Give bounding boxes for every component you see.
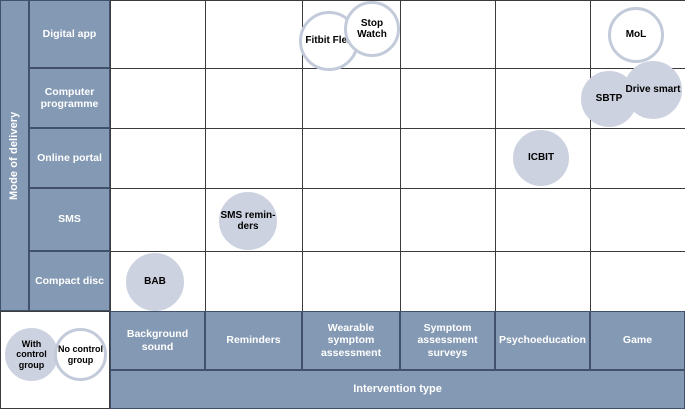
grid-lines — [111, 1, 685, 312]
row-header-compact-disc: Compact disc — [29, 251, 110, 311]
column-header-wearable-symptom-assessment: Wearable symptom assessment — [302, 311, 400, 370]
grid-cell — [401, 69, 496, 129]
plot-grid: Fitbit Flex Stop Watch MoL SBTP Drive sm… — [110, 0, 685, 312]
grid-cell — [303, 189, 401, 252]
grid-cell — [401, 129, 496, 189]
legend: With control group No control group — [0, 311, 110, 409]
grid-cell — [206, 1, 303, 69]
bubble-stop-watch[interactable]: Stop Watch — [344, 1, 400, 57]
grid-cell — [111, 69, 206, 129]
row-header-online-portal: Online portal — [29, 128, 110, 188]
grid-cell — [401, 1, 496, 69]
legend-item-no-control-group: No control group — [54, 328, 107, 381]
grid-cell — [496, 252, 591, 312]
grid-cell — [111, 1, 206, 69]
grid-cell — [303, 252, 401, 312]
grid-cell — [206, 69, 303, 129]
bubble-icbit[interactable]: ICBIT — [513, 130, 569, 186]
grid-cell — [401, 189, 496, 252]
grid-cell — [591, 189, 685, 252]
column-header-background-sound: Background sound — [110, 311, 205, 370]
column-header-psychoeducation: Psychoeducation — [495, 311, 590, 370]
row-header-computer-programme: Computer programme — [29, 68, 110, 128]
grid-cell — [591, 129, 685, 189]
grid-cell — [303, 129, 401, 189]
grid-cell — [496, 189, 591, 252]
grid-cell — [206, 129, 303, 189]
bubble-bab[interactable]: BAB — [126, 253, 184, 311]
bubble-sms-reminders[interactable]: SMS remin-ders — [219, 192, 277, 250]
column-header-symptom-assessment-surveys: Symptom assessment surveys — [400, 311, 495, 370]
grid-cell — [206, 252, 303, 312]
bubble-drive-smart[interactable]: Drive smart — [624, 61, 682, 119]
y-axis-title: Mode of delivery — [0, 0, 29, 311]
grid-cell — [591, 252, 685, 312]
row-header-sms: SMS — [29, 188, 110, 251]
row-header-digital-app: Digital app — [29, 0, 110, 68]
grid-cell — [496, 1, 591, 69]
grid-cell — [401, 252, 496, 312]
column-header-reminders: Reminders — [205, 311, 302, 370]
grid-cell — [111, 189, 206, 252]
column-header-game: Game — [590, 311, 685, 370]
grid-cell — [303, 69, 401, 129]
bubble-mol[interactable]: MoL — [608, 7, 664, 63]
legend-item-with-control-group: With control group — [5, 328, 58, 381]
grid-cell — [496, 69, 591, 129]
x-axis-title: Intervention type — [110, 370, 685, 409]
grid-cell — [111, 129, 206, 189]
